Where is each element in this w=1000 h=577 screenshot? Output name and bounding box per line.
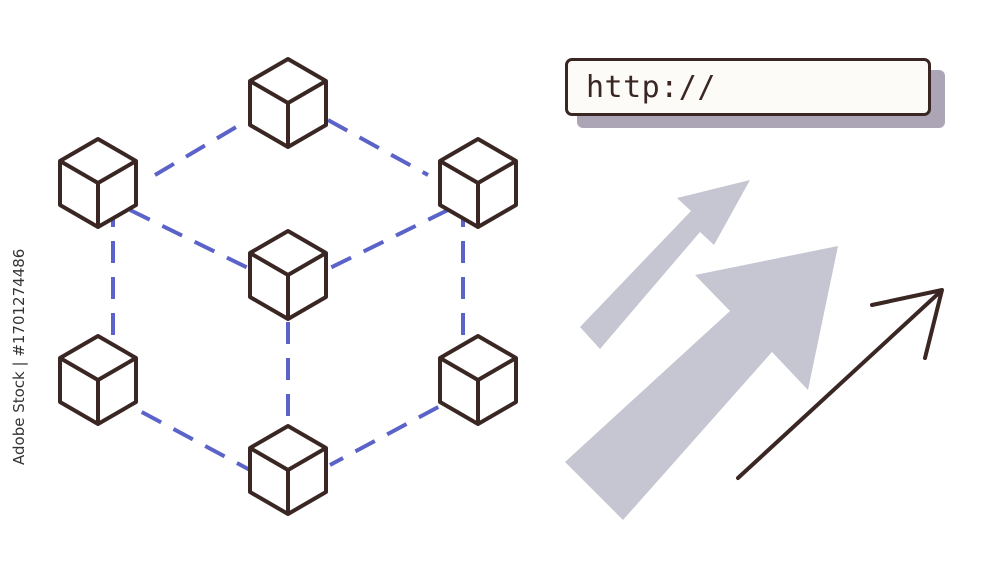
link-top-left	[153, 118, 250, 177]
url-text: http://	[586, 69, 716, 105]
cube-node-icon	[248, 229, 328, 321]
url-bar: http://	[565, 58, 945, 128]
link-bottom-right	[329, 388, 471, 467]
cube-node-icon	[58, 137, 138, 229]
link-bottom-left	[109, 393, 251, 472]
cube-node-icon	[248, 424, 328, 516]
url-field: http://	[565, 58, 931, 116]
cube-node-icon	[438, 334, 518, 426]
cube-node-icon	[248, 57, 328, 149]
network-links	[109, 118, 471, 472]
link-left-center	[129, 208, 249, 270]
link-right-center	[329, 208, 449, 270]
cube-node-icon	[58, 334, 138, 426]
stock-id-label: Adobe Stock | #1701274486	[10, 248, 28, 465]
arrow-icon	[565, 246, 838, 520]
arrow-icon	[736, 288, 944, 480]
cube-node-icon	[438, 137, 518, 229]
arrow-icon	[580, 180, 750, 349]
link-top-right	[327, 118, 429, 177]
